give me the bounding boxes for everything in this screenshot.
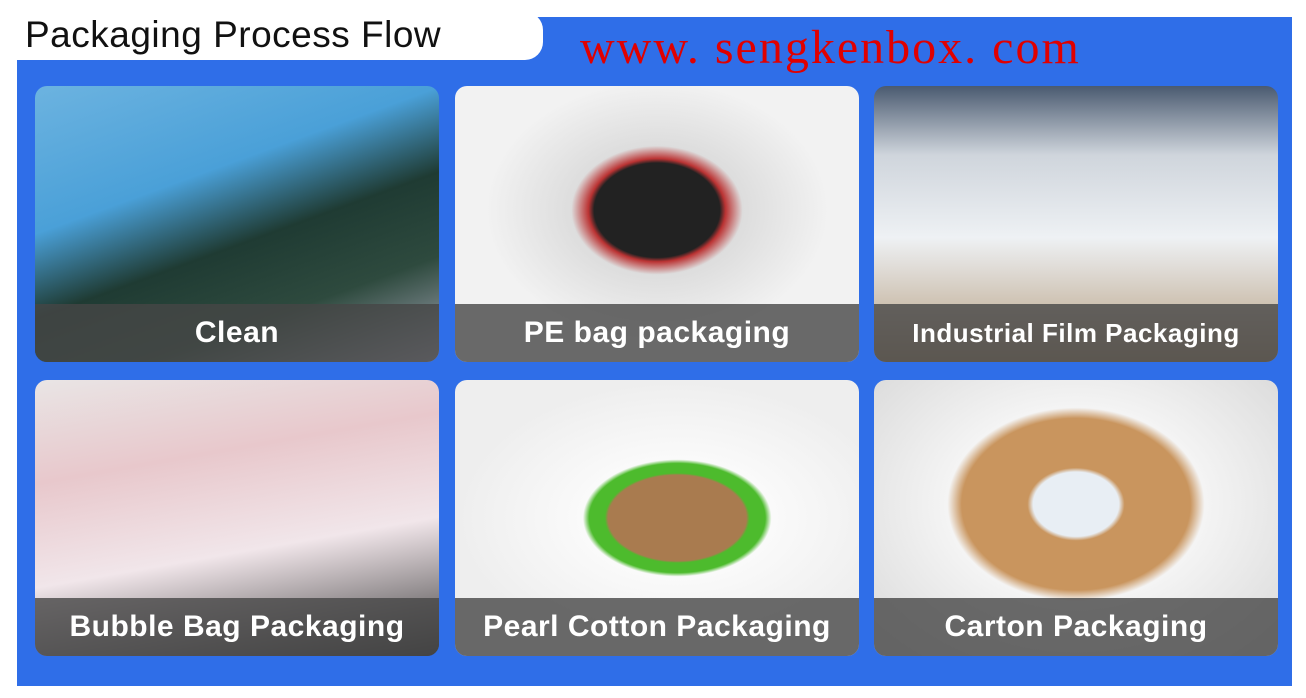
step-card-bubble-bag: Bubble Bag Packaging <box>35 380 439 656</box>
step-card-pearl-cotton: Pearl Cotton Packaging <box>455 380 859 656</box>
step-label: Carton Packaging <box>874 598 1278 656</box>
page-title: Packaging Process Flow <box>17 12 543 60</box>
step-label: PE bag packaging <box>455 304 859 362</box>
step-card-carton: Carton Packaging <box>874 380 1278 656</box>
step-label: Clean <box>35 304 439 362</box>
step-label: Bubble Bag Packaging <box>35 598 439 656</box>
step-card-clean: Clean <box>35 86 439 362</box>
step-label: Pearl Cotton Packaging <box>455 598 859 656</box>
step-card-pe-bag: PE bag packaging <box>455 86 859 362</box>
step-label: Industrial Film Packaging <box>874 304 1278 362</box>
step-card-industrial-film: Industrial Film Packaging <box>874 86 1278 362</box>
watermark: www. sengkenbox. com <box>580 21 1081 74</box>
